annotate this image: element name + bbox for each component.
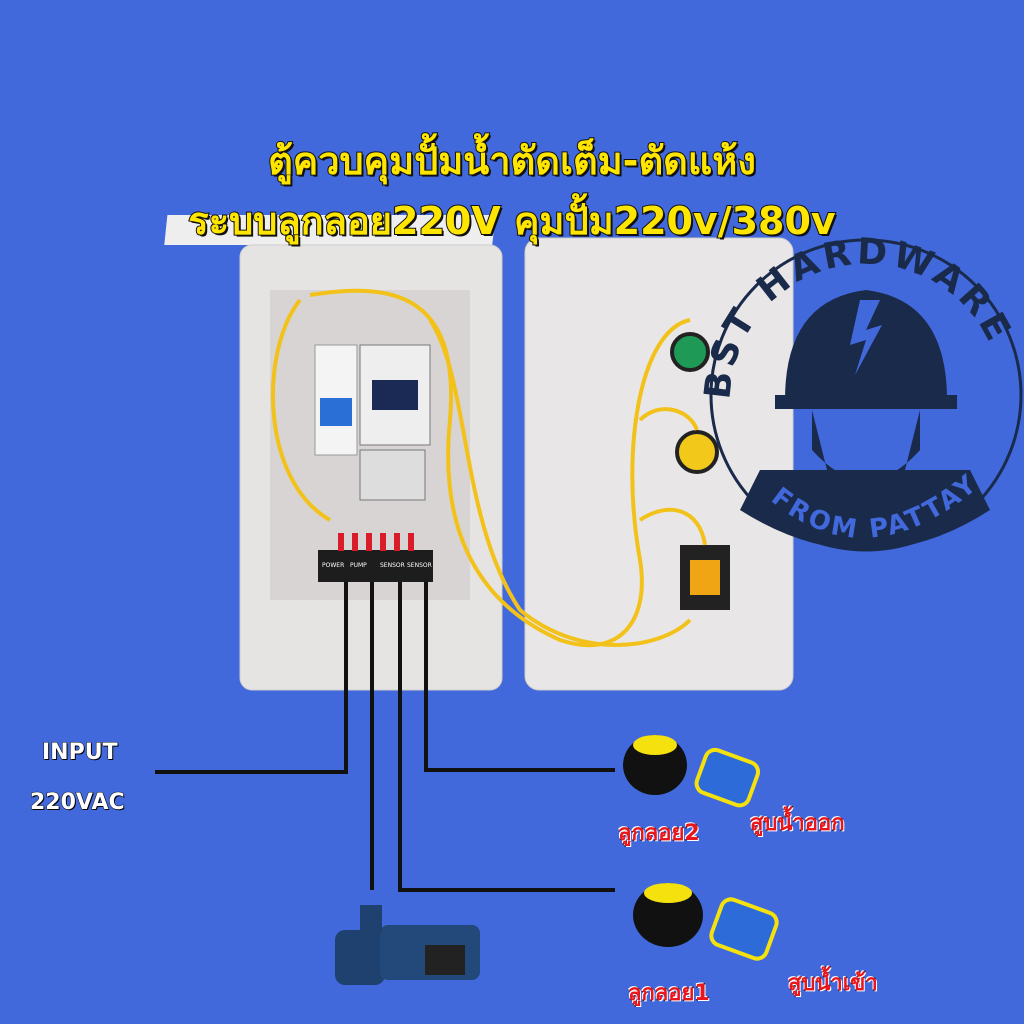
input-voltage-label: 220VAC	[30, 790, 126, 816]
terminal-pump-label: PUMP	[350, 562, 367, 569]
float2-label: ลูกลอย2	[618, 821, 701, 847]
control-box-door	[524, 237, 794, 691]
float2-purpose: สูบน้ำออก	[750, 811, 846, 837]
terminal-sensor1-label: SENSOR	[380, 562, 405, 569]
overload-relay	[359, 449, 426, 501]
terminal-power-label: POWER	[322, 562, 344, 569]
control-box: POWER PUMP SENSOR SENSOR	[164, 215, 503, 691]
title-line-1: ตู้ควบคุมปั้มน้ำตัดเต็ม-ตัดแห้ง	[267, 138, 757, 184]
water-pump	[335, 905, 480, 985]
float1-label: ลูกลอย1	[628, 981, 711, 1007]
green-indicator-lamp	[670, 332, 710, 372]
yellow-indicator-lamp	[675, 430, 719, 474]
float-switch-1	[633, 883, 779, 961]
yellow-wires	[271, 288, 707, 648]
bst-hardware-logo	[709, 238, 1023, 552]
terminal-block	[318, 550, 433, 582]
field-wires	[155, 582, 615, 892]
float1-purpose: สูบน้ำเข้า	[788, 971, 879, 997]
float-switch-2	[623, 735, 761, 808]
title-line-2: ระบบลูกลอย220V คุมปั้ม220v/380v	[187, 198, 836, 244]
input-label: INPUT	[42, 740, 119, 766]
terminal-sensor2-label: SENSOR	[407, 562, 432, 569]
